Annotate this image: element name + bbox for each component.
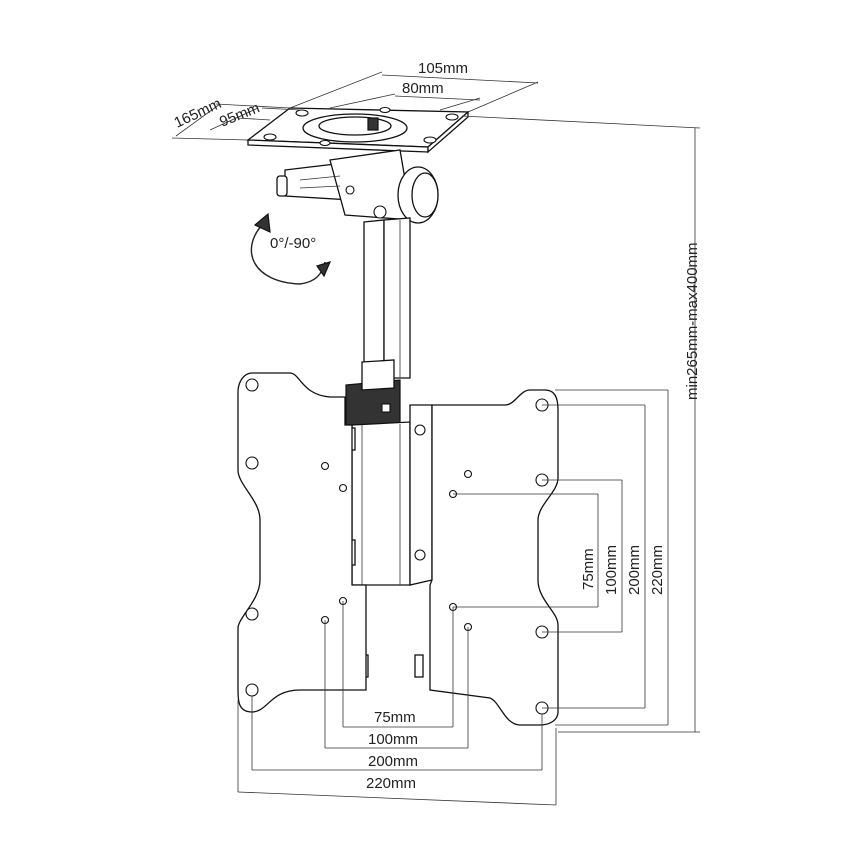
tilt-label: 0°/-90° (270, 235, 316, 252)
plate-width-label: 105mm (418, 60, 468, 77)
plate-depth-label: 165mm (172, 95, 225, 132)
horizontal-vesa-lines (237, 601, 557, 806)
ceiling-plate (246, 106, 470, 154)
height-range-lines (461, 115, 701, 733)
vesa-v-75-label: 75mm (580, 548, 597, 590)
plate-inner-width-label: 80mm (402, 80, 444, 97)
tilt-arc (250, 212, 332, 285)
vesa-h-75-label: 75mm (374, 709, 416, 726)
vesa-v-100-label: 100mm (603, 545, 620, 595)
vertical-vesa-lines (453, 389, 669, 726)
vesa-h-100-label: 100mm (368, 731, 418, 748)
vesa-h-220-label: 220mm (366, 775, 416, 792)
vesa-v-200-label: 200mm (626, 545, 643, 595)
height-range-label: min265mm-max400mm (684, 242, 701, 400)
tilt-head (276, 149, 439, 224)
top-dimension-lines (171, 71, 539, 141)
vesa-v-220-label: 220mm (649, 545, 666, 595)
vesa-h-200-label: 200mm (368, 753, 418, 770)
vesa-plate (237, 372, 559, 726)
